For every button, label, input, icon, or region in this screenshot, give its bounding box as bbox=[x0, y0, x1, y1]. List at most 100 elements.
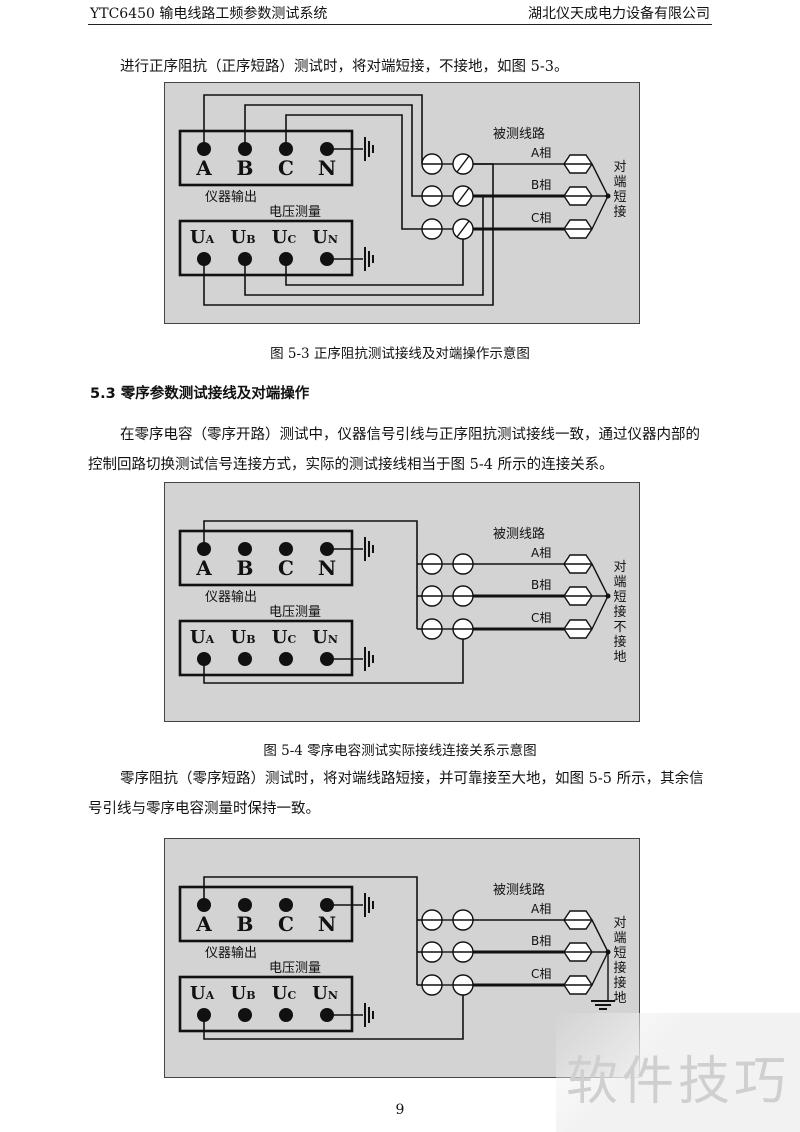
terminal-ub bbox=[238, 1008, 252, 1022]
paragraph-3: 零序阻抗（零序短路）测试时，将对端线路短接，并可靠接至大地，如图 5-5 所示，… bbox=[88, 771, 704, 817]
terminal-uc bbox=[279, 1008, 293, 1022]
header-left: YTC6450 输电线路工频参数测试系统 bbox=[90, 6, 328, 22]
label-output: 仪器输出 bbox=[205, 189, 257, 205]
terminal-label-c: C bbox=[278, 156, 294, 180]
remote-char: 端 bbox=[613, 575, 626, 590]
terminal-c bbox=[279, 898, 293, 912]
terminal-label-b: B bbox=[237, 156, 254, 180]
remote-char: 接 bbox=[613, 604, 626, 620]
terminal-label-ub: UB bbox=[230, 227, 255, 248]
short-wire bbox=[591, 195, 609, 230]
far-end-1 bbox=[563, 586, 593, 606]
remote-char: 短 bbox=[613, 190, 626, 205]
remote-char: 接 bbox=[613, 204, 626, 220]
connector-left-2 bbox=[421, 218, 443, 240]
terminal-label-a: A bbox=[195, 156, 212, 180]
phase-label-0: A相 bbox=[531, 902, 551, 916]
far-end-2 bbox=[563, 219, 593, 239]
page-number: 9 bbox=[395, 1102, 405, 1118]
far-end-0 bbox=[563, 910, 593, 930]
label-voltage: 电压测量 bbox=[269, 205, 321, 220]
label-line: 被测线路 bbox=[493, 526, 545, 542]
phase-label-2: C相 bbox=[531, 211, 551, 225]
connector-slash bbox=[456, 187, 470, 205]
remote-char: 接 bbox=[613, 634, 626, 650]
short-node bbox=[605, 193, 611, 199]
short-wire bbox=[591, 919, 609, 953]
remote-char: 地 bbox=[613, 991, 626, 1006]
connector-right-1 bbox=[452, 185, 474, 207]
connector-left-1 bbox=[421, 585, 443, 607]
connector-right-0 bbox=[452, 553, 474, 575]
short-node bbox=[605, 593, 611, 599]
earth-icon bbox=[364, 893, 374, 917]
earth-icon bbox=[364, 537, 374, 561]
remote-char: 对 bbox=[613, 560, 626, 575]
connector-left-0 bbox=[421, 909, 443, 931]
connector-right-2 bbox=[452, 974, 474, 996]
remote-char: 短 bbox=[613, 590, 626, 605]
earth-icon bbox=[364, 247, 374, 271]
terminal-label-a: A bbox=[195, 556, 212, 580]
voltage-panel bbox=[178, 219, 354, 277]
terminal-label-un: UN bbox=[312, 983, 338, 1004]
connector-left-1 bbox=[421, 941, 443, 963]
connector-left-0 bbox=[421, 153, 443, 175]
remote-char: 地 bbox=[613, 650, 626, 665]
wire-ua bbox=[203, 995, 464, 1040]
short-wire bbox=[591, 163, 609, 197]
remote-char: 端 bbox=[613, 931, 626, 946]
earth-icon bbox=[364, 647, 374, 671]
far-end-2 bbox=[563, 619, 593, 639]
terminal-label-ua: UA bbox=[190, 227, 215, 248]
terminal-c bbox=[279, 542, 293, 556]
connector-right-1 bbox=[452, 585, 474, 607]
phase-label-1: B相 bbox=[531, 578, 551, 592]
phase-label-2: C相 bbox=[531, 967, 551, 981]
wire-ub bbox=[244, 195, 484, 296]
ground-icon bbox=[591, 1000, 615, 1010]
terminal-label-un: UN bbox=[312, 627, 338, 648]
paragraph-2: 在零序电容（零序开路）测试中，仪器信号引线与正序阻抗测试接线一致，通过仪器内部的… bbox=[88, 427, 700, 473]
terminal-b bbox=[238, 898, 252, 912]
remote-char: 对 bbox=[613, 160, 626, 175]
wire-b bbox=[244, 104, 422, 197]
section-title: 5.3 零序参数测试接线及对端操作 bbox=[90, 386, 310, 402]
phase-label-1: B相 bbox=[531, 178, 551, 192]
wire-ua bbox=[203, 163, 494, 306]
wire-c bbox=[285, 114, 422, 230]
label-voltage: 电压测量 bbox=[269, 961, 321, 976]
remote-char: 接 bbox=[613, 960, 626, 976]
watermark-text: 软件技巧 bbox=[566, 1052, 791, 1112]
connector-right-2 bbox=[452, 618, 474, 640]
connector-slash bbox=[456, 155, 470, 173]
phase-label-1: B相 bbox=[531, 934, 551, 948]
far-end-0 bbox=[563, 154, 593, 174]
remote-char: 端 bbox=[613, 175, 626, 190]
connector-left-2 bbox=[421, 618, 443, 640]
connector-right-2 bbox=[452, 218, 474, 240]
connector-right-0 bbox=[452, 153, 474, 175]
far-end-2 bbox=[563, 975, 593, 995]
terminal-uc bbox=[279, 652, 293, 666]
connector-left-2 bbox=[421, 974, 443, 996]
page-header: YTC6450 输电线路工频参数测试系统 湖北仪天成电力设备有限公司 bbox=[88, 0, 712, 25]
label-output: 仪器输出 bbox=[205, 945, 257, 961]
wire-uc bbox=[285, 239, 464, 286]
short-wire bbox=[591, 595, 609, 630]
phase-label-0: A相 bbox=[531, 146, 551, 160]
output-panel bbox=[178, 129, 354, 187]
label-voltage: 电压测量 bbox=[269, 605, 321, 620]
label-line: 被测线路 bbox=[493, 126, 545, 142]
watermark: 软件技巧 bbox=[556, 1013, 800, 1132]
figure-5-4-caption: 图 5-4 零序电容测试实际接线连接关系示意图 bbox=[263, 743, 537, 759]
output-panel bbox=[178, 885, 354, 943]
terminal-label-ua: UA bbox=[190, 627, 215, 648]
remote-char: 对 bbox=[613, 916, 626, 931]
voltage-panel bbox=[178, 619, 354, 677]
